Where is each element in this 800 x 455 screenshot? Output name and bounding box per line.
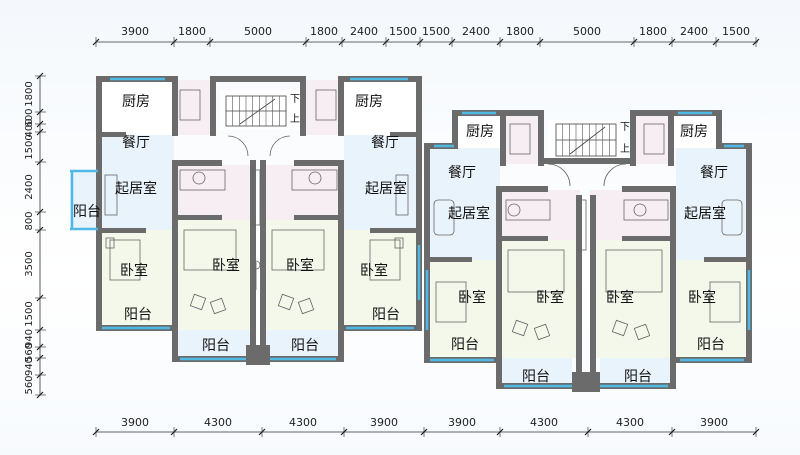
left-dimension-label: 1500 [24,301,35,326]
label-bedroom-5: 卧室 [458,289,486,306]
left-dimension-label: 2400 [24,174,35,199]
top-dimension-label: 2400 [462,25,490,38]
label-kitchen-1: 厨房 [122,94,150,110]
stair-left [225,95,287,127]
label-stair-down-2: 下 [620,122,630,133]
bottom-dimension-label: 4300 [530,416,558,429]
top-dimension-label: 2400 [680,25,708,38]
left-dimension-label: 560 [24,343,35,362]
label-stair-down-1: 下 [290,94,300,105]
left-building: 厨房 餐厅 起居室 阳台 卧室 阳台 卧室 阳台 卧室 阳台 厨房 餐厅 起居室… [70,76,422,365]
left-dimension-label: 940 [24,329,35,348]
top-dimension-label: 1800 [310,25,338,38]
left-dimension-label: 600 [24,108,35,127]
label-stair-up-1: 上 [290,113,300,125]
top-dimension-label: 1500 [722,25,750,38]
label-bedroom-2: 卧室 [212,257,240,274]
bottom-dimension-label: 3900 [121,416,149,429]
label-living-1: 起居室 [115,180,157,197]
left-dimension-label: 800 [24,211,35,230]
label-living-8: 起居室 [684,205,726,222]
top-dimension-label: 3900 [121,25,149,38]
top-dimension-label: 1500 [422,25,450,38]
label-bedroom-1: 卧室 [120,262,148,279]
top-dimension-label: 2400 [350,25,378,38]
left-dimension-label: 1500 [24,134,35,159]
label-balcony-4: 阳台 [372,307,400,323]
label-bedroom-7: 卧室 [606,289,634,306]
left-dimension-label: 3500 [24,251,35,276]
right-building: 厨房 餐厅 起居室 卧室 阳台 卧室 阳台 卧室 阳台 厨房 餐厅 起居室 卧室… [424,110,752,392]
label-bedroom-3: 卧室 [286,257,314,274]
label-dining-4: 餐厅 [371,135,399,151]
bottom-dimension-label: 3900 [370,416,398,429]
label-bedroom-4: 卧室 [360,262,388,279]
bottom-dimension-label: 3900 [700,416,728,429]
bottom-dimension-line: 3900 4300 4300 3900 3900 4300 4300 3900 [92,416,760,437]
top-dimension-label: 1800 [639,25,667,38]
left-dimension-label: 560 [24,375,35,394]
label-living-4: 起居室 [365,180,407,197]
bottom-dimension-label: 3900 [448,416,476,429]
top-dimension-label: 5000 [244,25,272,38]
left-dimension-label: 1800 [24,81,35,106]
label-kitchen-5: 厨房 [466,124,494,140]
label-balcony-3: 阳台 [291,338,319,354]
bottom-dimension-label: 4300 [616,416,644,429]
label-balcony-1b: 阳台 [124,307,152,323]
stair-right [555,123,617,157]
label-kitchen-4: 厨房 [355,94,383,110]
label-balcony-5: 阳台 [451,337,479,353]
label-dining-1: 餐厅 [122,135,150,151]
label-balcony-1a: 阳台 [73,204,101,220]
left-dimension-label: 400 [24,118,35,137]
label-stair-up-2: 上 [620,143,630,155]
label-dining-5: 餐厅 [448,165,476,181]
label-balcony-7: 阳台 [624,369,652,385]
label-bedroom-6: 卧室 [536,289,564,306]
label-dining-8: 餐厅 [700,165,728,181]
top-dimension-label: 1800 [506,25,534,38]
top-dimension-label: 5000 [573,25,601,38]
label-bedroom-8: 卧室 [688,289,716,306]
label-balcony-8: 阳台 [697,337,725,353]
bottom-dimension-label: 4300 [289,416,317,429]
top-dimension-label: 1800 [178,25,206,38]
bottom-dimension-label: 4300 [204,416,232,429]
top-dimension-label: 1500 [389,25,417,38]
label-balcony-2: 阳台 [202,338,230,354]
left-dimension-label: 940 [24,357,35,376]
left-dimension-line: 1800600400150024008003500150094056094056… [24,72,46,399]
label-kitchen-8: 厨房 [680,124,708,140]
label-balcony-6: 阳台 [522,369,550,385]
label-living-5: 起居室 [448,205,490,222]
top-dimension-line: 3900 1800 5000 1800 2400 1500 1500 2400 1800 5000… [92,25,760,47]
